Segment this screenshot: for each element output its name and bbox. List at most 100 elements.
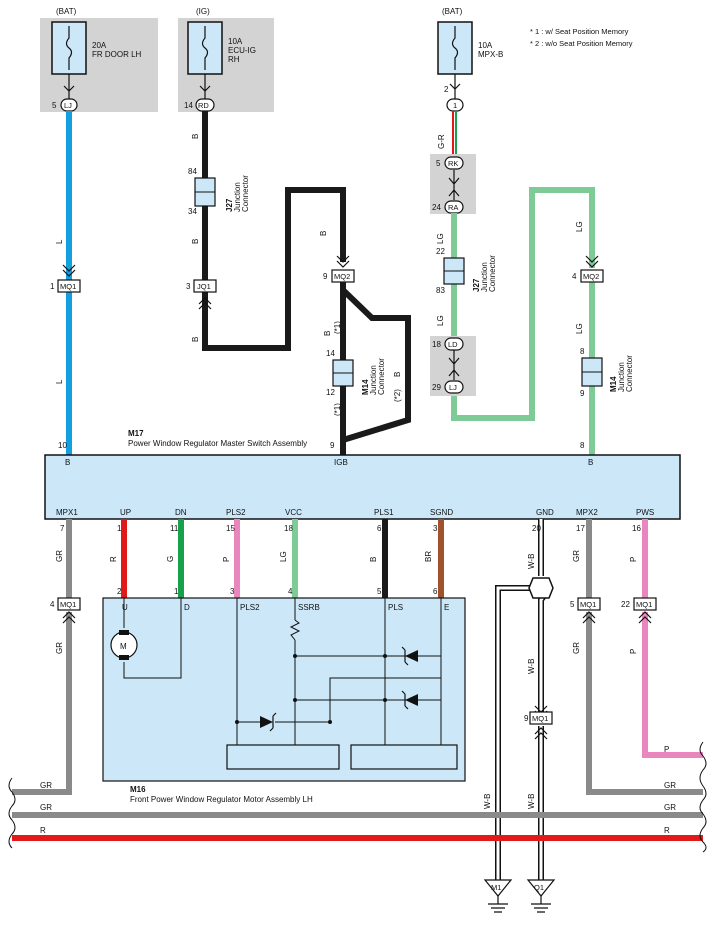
wire-color-label: BR <box>424 551 433 562</box>
ground-connector-icon <box>526 879 556 897</box>
note-1: * 1 : w/ Seat Position Memory <box>530 27 629 36</box>
pin-number: 10 <box>58 441 67 450</box>
pin-name: PLS <box>388 603 403 612</box>
pin-number: 17 <box>576 524 585 533</box>
wire-color-label: LG <box>575 323 584 334</box>
wire-color-label: W-B <box>527 659 536 674</box>
wire-b-igb: B MQ2 9 B (*1) (*1) B (*2) 14 12 M14 Jun… <box>319 231 411 455</box>
connector-oval <box>444 156 464 170</box>
connector-label: RD <box>198 101 209 110</box>
bottom-wires: 7 GR GR MQ1 4 1 R 2 11 G 1 15 P 3 18 LG … <box>12 519 703 880</box>
pin-number: 18 <box>432 340 441 349</box>
bus-label: R <box>40 826 46 835</box>
diode-icon <box>260 716 273 728</box>
connector-arrow-icon <box>448 350 460 380</box>
wire-pink <box>642 519 703 758</box>
pin-number: 12 <box>326 388 335 397</box>
fuse-name: MPX-B <box>478 50 503 59</box>
wire-color-label: GR <box>55 642 64 654</box>
connector-box <box>633 597 657 611</box>
wire-color-label: B <box>319 231 328 236</box>
junction-desc: Junction <box>369 365 378 395</box>
wire-gray <box>586 519 703 795</box>
fuse-name: FR DOOR LH <box>92 50 142 59</box>
wire-color-label: GR <box>572 642 581 654</box>
ground-label: Q1 <box>534 883 544 892</box>
connector-label: JQ1 <box>197 282 211 291</box>
wire-black <box>340 282 411 455</box>
fuse-source: (IG) <box>196 7 210 16</box>
pin-number: 11 <box>170 524 179 533</box>
fuse-source: (BAT) <box>442 7 463 16</box>
wire-color-label: W-B <box>527 794 536 809</box>
connector-box <box>57 279 81 293</box>
connector-label: RK <box>448 159 458 168</box>
pin-number: 22 <box>621 600 630 609</box>
pin-number: 4 <box>288 587 293 596</box>
pin-number: 9 <box>323 272 328 281</box>
wire-color-label: L <box>55 239 64 244</box>
junction-id: J27 <box>225 198 234 212</box>
connector-label: MQ1 <box>60 600 76 609</box>
junction-id: J27 <box>472 278 481 292</box>
fuse-rating: 20A <box>92 41 107 50</box>
pin-number: 1 <box>50 282 55 291</box>
ic-block <box>350 744 458 770</box>
connector-oval <box>444 380 464 394</box>
splice-icon <box>528 577 554 599</box>
pin-number: 15 <box>226 524 235 533</box>
pin-number: 34 <box>188 207 197 216</box>
connector-label: 1 <box>453 101 457 110</box>
pin-name: PWS <box>636 508 654 517</box>
diode-icon <box>405 694 418 706</box>
ground-q1: Q1 <box>526 879 556 913</box>
connector-arrow-icon <box>534 727 548 740</box>
bus-label: GR <box>40 781 52 790</box>
pin-name: PLS2 <box>226 508 246 517</box>
connector-arrow-icon <box>582 611 596 624</box>
fuse-icon <box>201 26 209 70</box>
wire-gray <box>12 519 72 795</box>
component-id: M16 <box>130 785 146 794</box>
master-switch-box <box>44 454 681 520</box>
wire-color-label: G <box>166 556 175 562</box>
pin-number: 16 <box>632 524 641 533</box>
wire-g-r-lg: G-R RK 5 RA 24 LG LG LG LG 22 83 J27 Jun… <box>430 111 634 455</box>
pin-name: PLS1 <box>374 508 394 517</box>
pin-number: 24 <box>432 203 441 212</box>
break-icon <box>699 741 707 853</box>
wire-note: (*1) <box>333 403 342 416</box>
pin-number: 14 <box>184 101 193 110</box>
pin-number: 8 <box>580 347 585 356</box>
pin-number: 29 <box>432 383 441 392</box>
fuse-icon <box>451 26 459 70</box>
arrow-icon <box>63 85 75 92</box>
pin-number: 83 <box>436 286 445 295</box>
motor-assembly: U D PLS2 SSRB PLS E M M16 Front Power Wi <box>102 597 466 804</box>
pin-name: UP <box>120 508 131 517</box>
pin-number: 18 <box>284 524 293 533</box>
wire-color-label: B <box>191 337 200 342</box>
ground-label: M1 <box>491 883 501 892</box>
fuse-icon <box>65 26 73 70</box>
ground-icon <box>531 896 551 913</box>
wire-color-label: P <box>222 557 231 562</box>
connector-arrow-icon <box>638 611 652 624</box>
wire-white-black <box>495 519 553 880</box>
pin-number: 4 <box>50 600 55 609</box>
component-name: Power Window Regulator Master Switch Ass… <box>128 439 307 448</box>
bus-lines: GR GR GR GR R R <box>8 741 707 853</box>
pin-number: 3 <box>186 282 191 291</box>
component-id: M17 <box>128 429 144 438</box>
pin-name: VCC <box>285 508 302 517</box>
pin-number: 5 <box>570 600 575 609</box>
pin-number: 7 <box>60 524 65 533</box>
arrow-icon <box>449 83 461 90</box>
wire-color-label: B <box>323 331 332 336</box>
fuse-source: (BAT) <box>56 7 77 16</box>
wire-color-label: B <box>191 134 200 139</box>
arrow-icon <box>199 85 211 92</box>
ground-icon <box>488 896 508 913</box>
wire-color-label: W-B <box>527 554 536 569</box>
wire-color-label: LG <box>279 551 288 562</box>
